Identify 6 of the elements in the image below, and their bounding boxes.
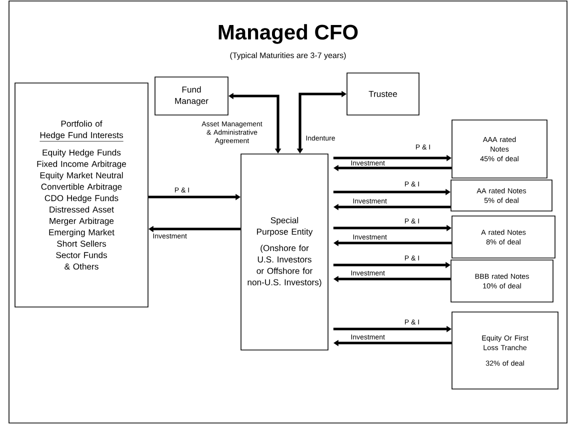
portfolio-box: Portfolio of Hedge Fund Interests Equity Hedge Funds Fixed Income Arbitrage Equity Market Neutral Convertible Arbitrage CDO Hedge Funds Distressed Asset Merger Arbitrage Emerging Market Short Sellers Sector Funds & Others xyxy=(14,82,148,308)
title: Managed CFO xyxy=(218,24,358,44)
subtitle: (Typical Maturities are 3-7 years) xyxy=(230,52,346,60)
entity-box: Special Purpose Entity (Onshore for U.S. Investors or Offshore for non-U.S. Investors) xyxy=(240,154,328,350)
fund-manager-box: Fund Manager xyxy=(154,76,228,116)
trustee-box: Trustee xyxy=(346,72,420,116)
